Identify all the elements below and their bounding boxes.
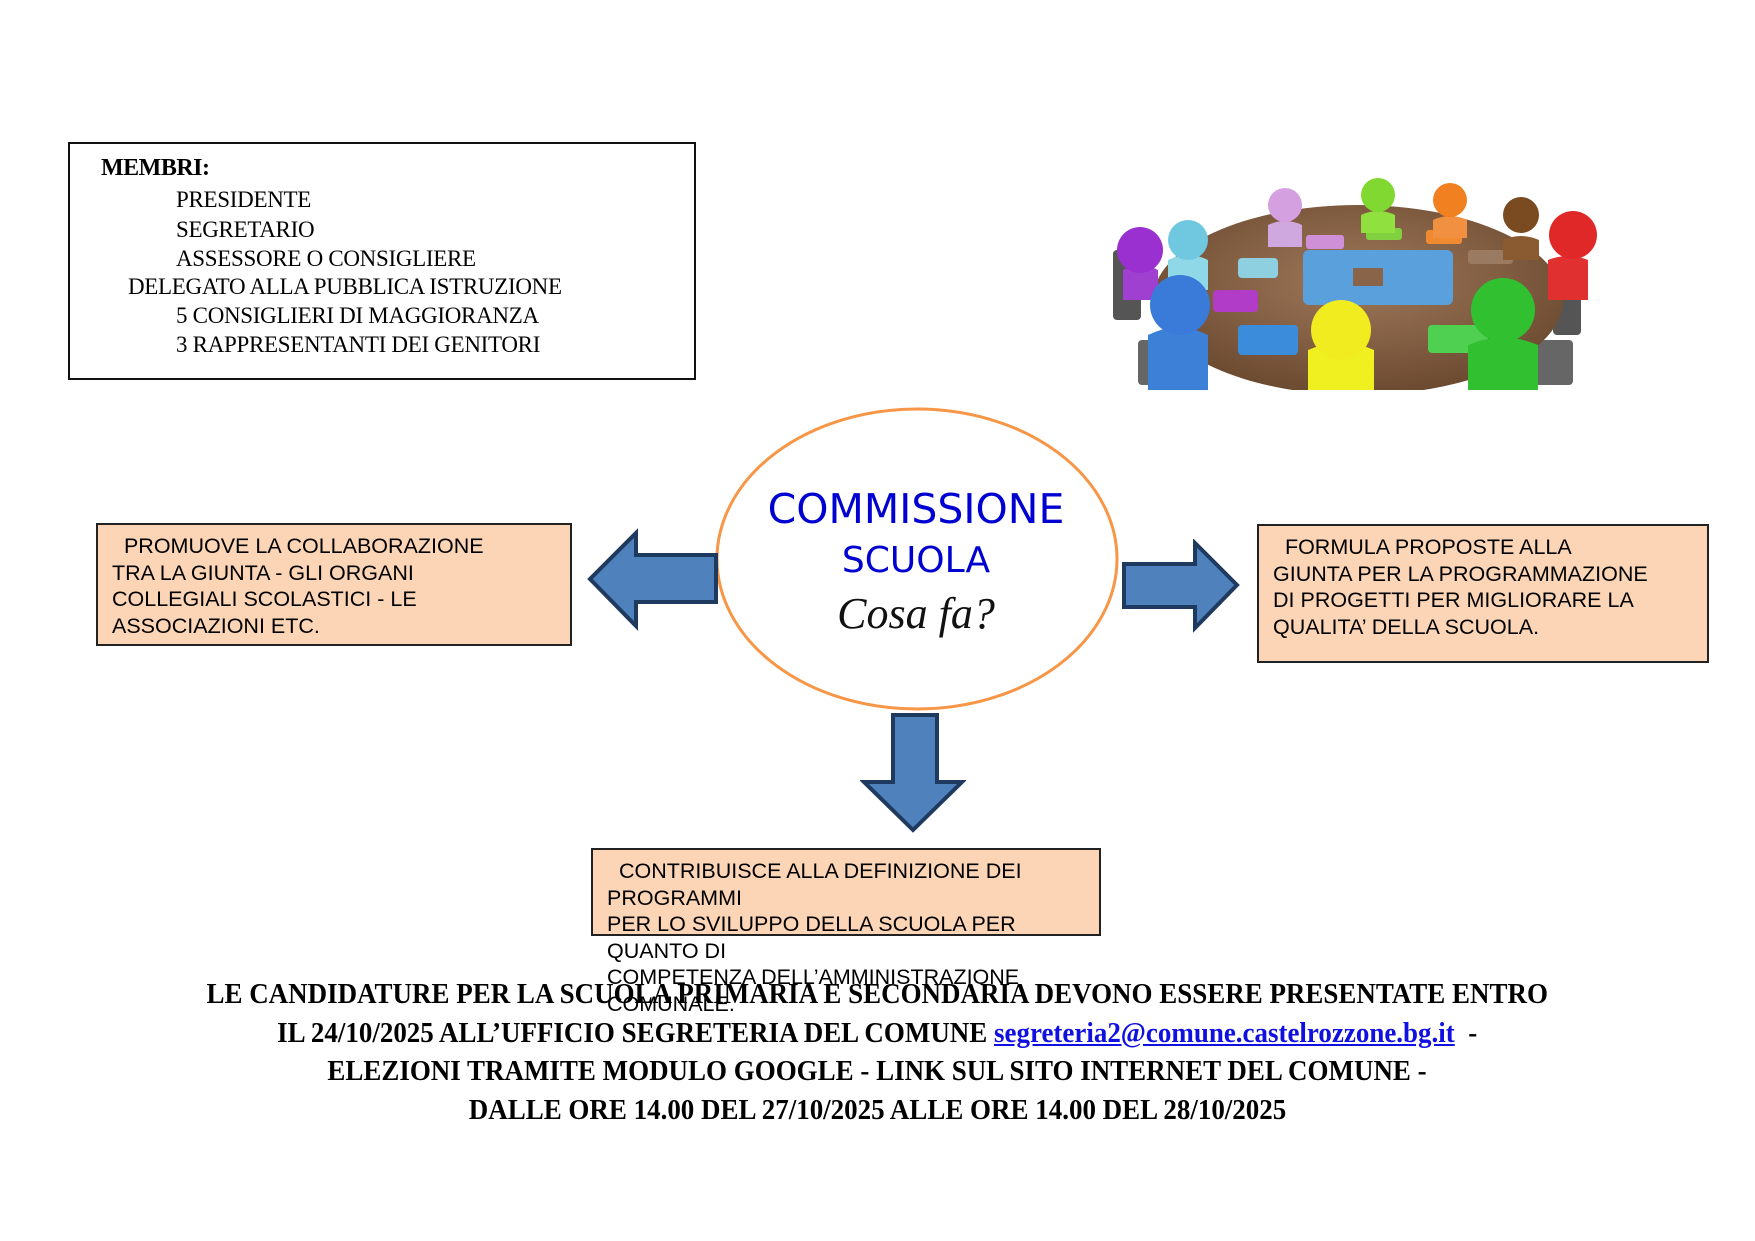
notice-line-4: DALLE ORE 14.00 DEL 27/10/2025 ALLE ORE … xyxy=(468,1093,1287,1126)
arrow-left-icon xyxy=(587,528,718,631)
member-item: 3 RAPPRESENTANTI DEI GENITORI xyxy=(176,332,541,357)
person-figure-icon xyxy=(1117,227,1163,300)
person-figure-icon xyxy=(1268,188,1302,247)
notice-line-2-suffix: - xyxy=(1455,1016,1478,1049)
notice-line-1: LE CANDIDATURE PER LA SCUOLA PRIMARIA E … xyxy=(206,978,1549,1010)
member-item: ASSESSORE O CONSIGLIERE xyxy=(176,246,476,271)
members-box: MEMBRI: PRESIDENTE SEGRETARIO ASSESSORE … xyxy=(68,142,696,380)
notice-line: IL 24/10/2025 ALL’UFFICIO SEGRETERIA DEL… xyxy=(0,1014,1755,1053)
role-box-proposals: FORMULA PROPOSTE ALLA GIUNTA PER LA PROG… xyxy=(1257,524,1709,663)
person-figure-icon xyxy=(1433,183,1467,238)
center-title: COMMISSIONE xyxy=(767,485,1065,533)
role-text: PROMUOVE LA COLLABORAZIONE TRA LA GIUNTA… xyxy=(112,534,484,638)
person-figure-icon xyxy=(1361,178,1395,233)
member-item: SEGRETARIO xyxy=(176,217,315,242)
email-link[interactable]: segreteria2@comune.castelrozzone.bg.it xyxy=(994,1016,1456,1049)
person-figure-icon xyxy=(1308,300,1374,390)
meeting-table-illustration xyxy=(1113,178,1597,390)
center-subtitle: SCUOLA xyxy=(841,540,991,581)
person-figure-icon xyxy=(1503,197,1539,260)
person-figure-icon xyxy=(1468,278,1538,390)
chair-icon xyxy=(1533,340,1573,385)
notice-line-2-prefix: IL 24/10/2025 ALL’UFFICIO SEGRETERIA DEL… xyxy=(277,1016,995,1049)
role-box-collaboration: PROMUOVE LA COLLABORAZIONE TRA LA GIUNTA… xyxy=(96,523,572,646)
member-item: PRESIDENTE xyxy=(176,187,312,212)
members-title: MEMBRI: xyxy=(101,155,210,181)
puzzle-piece-icon xyxy=(1238,325,1298,355)
notice-line-3: ELEZIONI TRAMITE MODULO GOOGLE - LINK SU… xyxy=(327,1055,1428,1087)
notice-line: ELEZIONI TRAMITE MODULO GOOGLE - LINK SU… xyxy=(0,1052,1755,1091)
arrow-right-icon xyxy=(1122,539,1240,633)
notice-line: LE CANDIDATURE PER LA SCUOLA PRIMARIA E … xyxy=(0,975,1755,1014)
role-box-programs: CONTRIBUISCE ALLA DEFINIZIONE DEI PROGRA… xyxy=(591,848,1101,1016)
person-figure-icon xyxy=(1148,275,1210,390)
person-figure-icon xyxy=(1548,211,1597,300)
puzzle-piece-icon xyxy=(1238,258,1278,278)
role-text: CONTRIBUISCE ALLA DEFINIZIONE DEI PROGRA… xyxy=(607,859,1022,1016)
member-item: 5 CONSIGLIERI DI MAGGIORANZA xyxy=(176,303,539,328)
member-item: DELEGATO ALLA PUBBLICA ISTRUZIONE xyxy=(128,274,562,299)
role-text: FORMULA PROPOSTE ALLA GIUNTA PER LA PROG… xyxy=(1273,535,1648,639)
center-question: Cosa fa? xyxy=(837,589,995,638)
puzzle-piece-icon xyxy=(1213,290,1258,312)
arrow-down-icon xyxy=(860,713,966,833)
candidature-notice: LE CANDIDATURE PER LA SCUOLA PRIMARIA E … xyxy=(0,975,1755,1129)
notice-line: DALLE ORE 14.00 DEL 27/10/2025 ALLE ORE … xyxy=(0,1091,1755,1130)
